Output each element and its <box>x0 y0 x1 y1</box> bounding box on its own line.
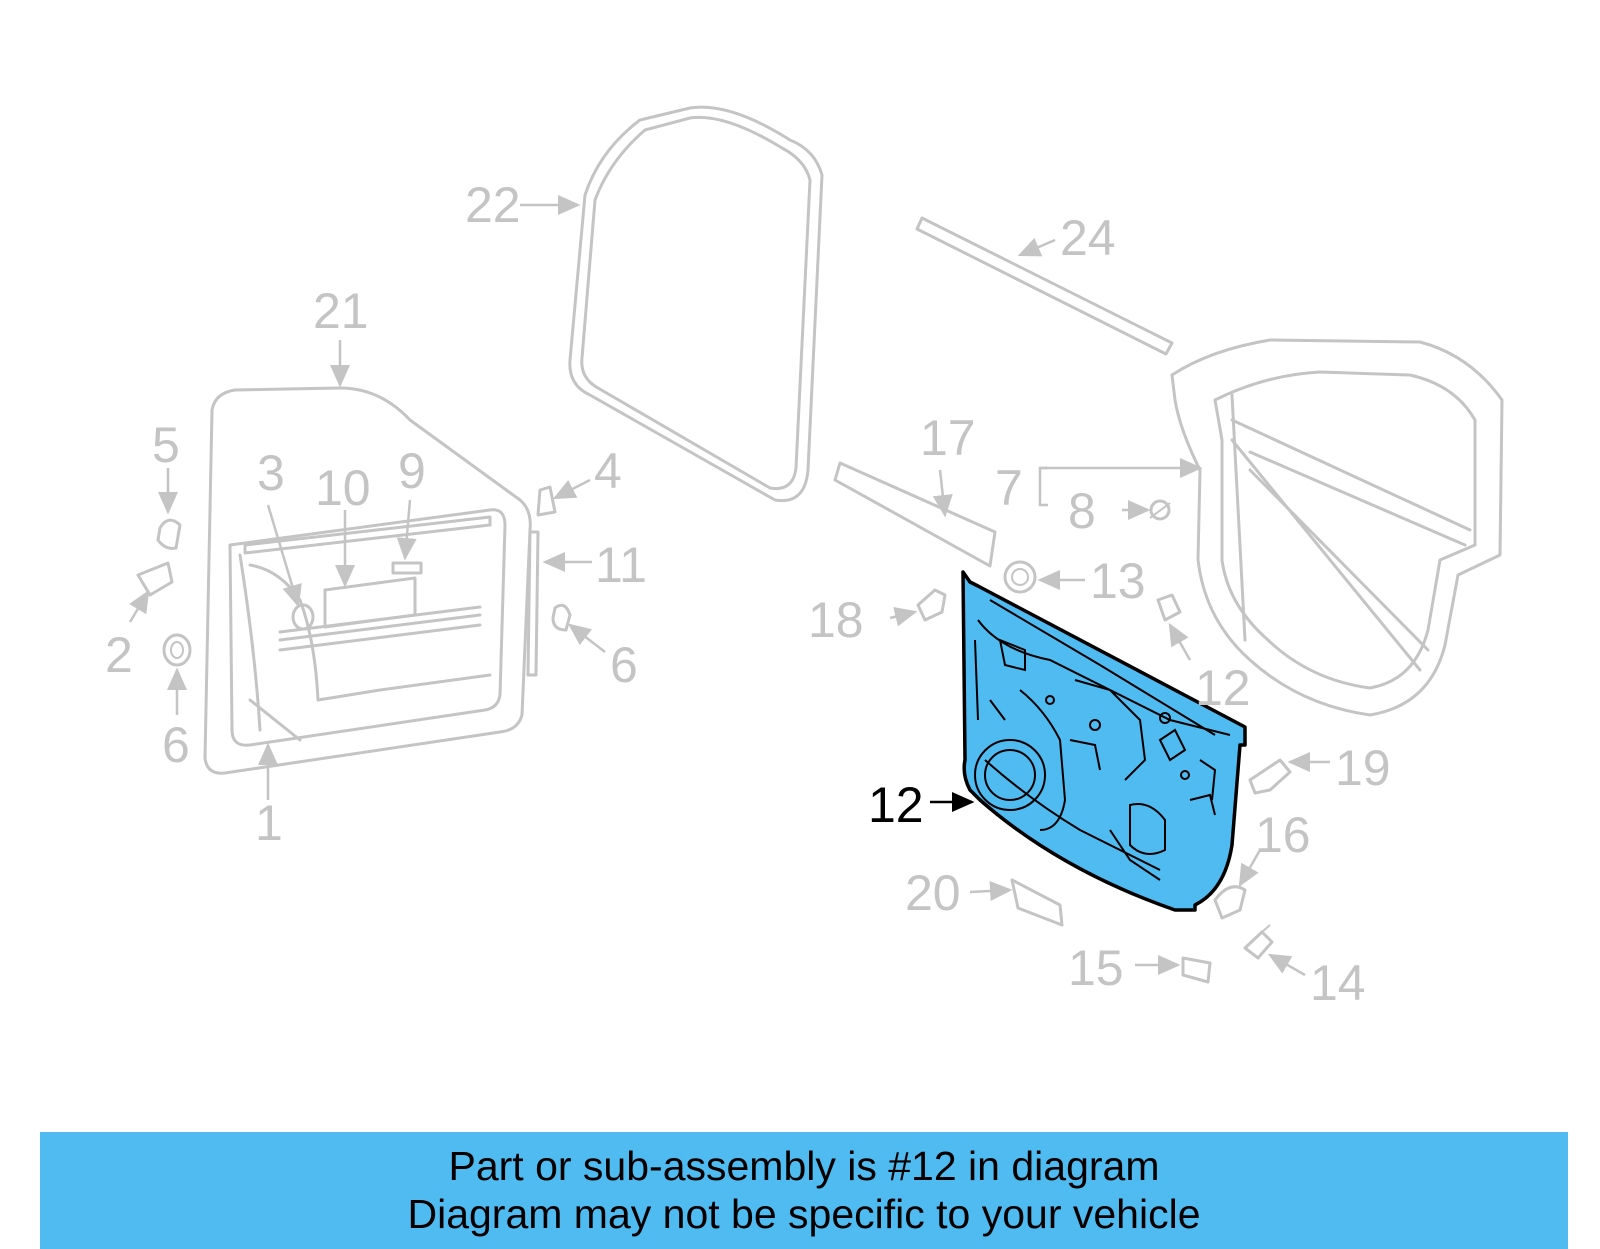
callout-20: 19 <box>1335 740 1391 796</box>
callout-15: 14 <box>1310 955 1366 1011</box>
part-21-bracket <box>1010 878 1064 927</box>
part-12-highlighted-panel[interactable] <box>961 570 1247 912</box>
callout-21: 20 <box>905 865 961 921</box>
callout-6-left: 6 <box>162 717 190 773</box>
callout-5: 5 <box>152 417 180 473</box>
callout-24: 24 <box>1060 210 1116 266</box>
part-20-bracket <box>1248 758 1292 795</box>
part-18-molding <box>833 461 997 568</box>
callout-18: 17 <box>920 410 976 466</box>
callout-19: 18 <box>808 592 864 648</box>
part-15-screw <box>1243 924 1274 960</box>
callout-9: 9 <box>398 443 426 499</box>
callout-7: 7 <box>995 460 1023 516</box>
part-23-weatherstrip <box>568 105 824 503</box>
part-5-clip <box>156 518 182 550</box>
banner-line-1: Part or sub-assembly is #12 in diagram <box>448 1143 1160 1189</box>
part-2-hinge <box>136 561 174 597</box>
part-4-bracket <box>536 485 557 517</box>
callout-23: 22 <box>465 177 521 233</box>
callout-11: 11 <box>595 537 647 593</box>
part-17-clip <box>1213 885 1247 920</box>
info-banner: Part or sub-assembly is #12 in diagram D… <box>40 1132 1568 1249</box>
part-19-bracket <box>916 588 947 622</box>
part-7-door-frame <box>1170 338 1504 717</box>
part-6-plug-left <box>162 633 192 667</box>
callout-16: 15 <box>1068 940 1124 996</box>
part-16-clip <box>1181 956 1212 984</box>
banner-line-2: Diagram may not be specific to your vehi… <box>407 1191 1201 1237</box>
callout-3: 3 <box>257 445 285 501</box>
callout-6-right: 6 <box>610 637 638 693</box>
callout-22: 21 <box>313 283 369 339</box>
part-8-clip <box>1149 499 1171 521</box>
part-24-molding <box>915 216 1174 356</box>
part-14-grommet <box>1003 560 1037 594</box>
leader-lines <box>128 195 1330 977</box>
part-11-strip <box>526 530 540 677</box>
part-3-plug <box>291 603 315 631</box>
callout-2: 2 <box>105 627 133 683</box>
callout-10: 10 <box>315 460 371 516</box>
part-9-clip <box>391 561 423 575</box>
part-22-door-panel <box>203 386 532 775</box>
callout-14: 13 <box>1090 553 1146 609</box>
callout-8: 8 <box>1068 483 1096 539</box>
callout-labels: 22 24 21 5 3 10 9 4 11 2 6 6 1 17 7 8 13… <box>105 177 1391 1011</box>
callout-13: 12 <box>1195 660 1251 716</box>
part-6-plug-right <box>551 603 572 632</box>
callout-4: 4 <box>594 443 622 499</box>
callout-12: 12 <box>868 777 924 833</box>
callout-1: 1 <box>255 795 283 851</box>
callout-17: 16 <box>1255 807 1311 863</box>
part-13-clip <box>1156 593 1182 622</box>
